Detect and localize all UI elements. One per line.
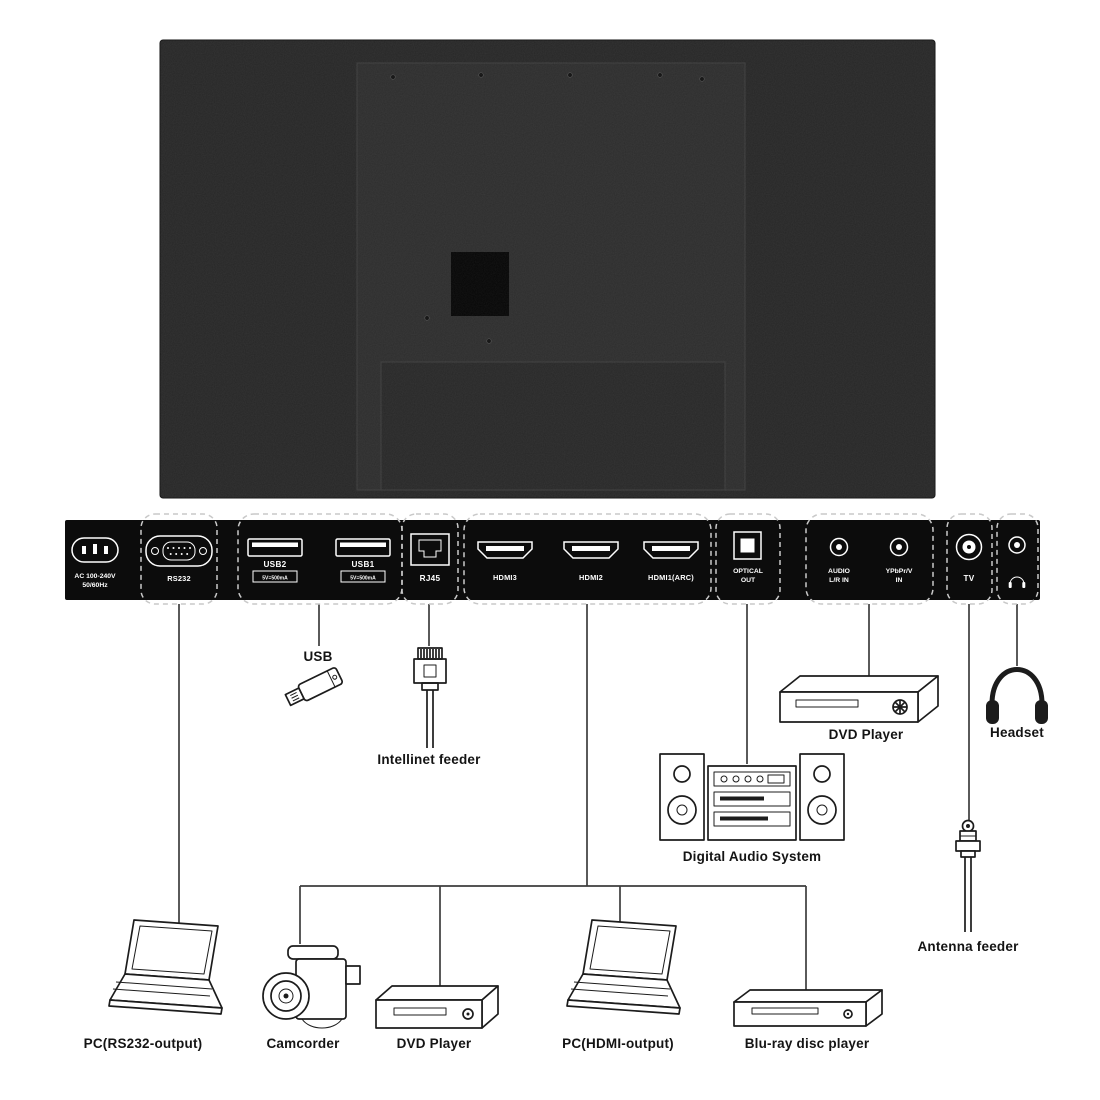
optical-port-icon	[733, 531, 762, 560]
headphone-dashed-box	[996, 513, 1039, 605]
audio-lr-jack-icon	[829, 537, 849, 557]
ypbpr-label-line1: YPbPr/V	[886, 568, 913, 575]
tv-label: TV	[963, 574, 974, 583]
intellinet-feeder-label: Intellinet feeder	[377, 752, 481, 767]
camcorder-illustration	[262, 945, 361, 1029]
usb2-label: USB2	[263, 560, 286, 569]
camcorder-label: Camcorder	[266, 1036, 340, 1051]
antenna-feeder-label: Antenna feeder	[917, 939, 1019, 954]
hdmi2-label: HDMI2	[579, 573, 603, 582]
tv-back-panel	[159, 39, 936, 499]
usb1-rating-box	[340, 570, 386, 583]
ac-label-line2: 50/60Hz	[82, 582, 108, 589]
audio-dashed-box	[805, 513, 934, 605]
headphone-symbol-icon	[1008, 576, 1026, 588]
antenna-feeder-illustration	[955, 819, 981, 932]
hdmi3-label: HDMI3	[493, 573, 517, 582]
ac-label-line1: AC 100-240V	[74, 573, 116, 580]
connection-lines	[178, 604, 1018, 990]
hdmi3-port-icon	[477, 541, 533, 559]
dvd-player-top-label: DVD Player	[829, 727, 904, 742]
usb1-port-icon	[335, 538, 391, 557]
hdmi1-port-icon	[643, 541, 699, 559]
optical-label-line2: OUT	[741, 577, 756, 584]
usb2-rating: 5V=500mA	[262, 576, 288, 582]
dvd-player-bottom-label: DVD Player	[397, 1036, 472, 1051]
hdmi1-label: HDMI1(ARC)	[648, 573, 694, 582]
usb-flash-drive-illustration	[284, 667, 344, 707]
usb2-rating-box	[252, 570, 298, 583]
rj45-port-icon	[410, 533, 450, 566]
usb1-label: USB1	[351, 560, 374, 569]
dvd-player-top-illustration	[779, 675, 939, 723]
optical-dashed-box	[715, 513, 781, 605]
rj45-dashed-box	[401, 513, 459, 605]
rs232-label: RS232	[167, 574, 191, 583]
pc-hdmi-label: PC(HDMI-output)	[562, 1036, 674, 1051]
headset-illustration	[986, 667, 1048, 724]
port-panel: AC 100-240V 50/60Hz RS232 USB2 5V=500mA	[65, 513, 1040, 605]
optical-label-line1: OPTICAL	[733, 568, 763, 575]
audio-label-line1: AUDIO	[828, 568, 850, 575]
usb1-rating: 5V=500mA	[350, 576, 376, 582]
digital-audio-system-illustration	[659, 753, 845, 841]
pc-hdmi-illustration	[566, 919, 681, 1015]
rs232-dashed-box	[140, 513, 218, 605]
ac-power-inlet-icon	[71, 537, 119, 563]
rj45-label: RJ45	[420, 574, 441, 583]
usb-device-label: USB	[303, 649, 332, 664]
headphone-jack-icon	[1008, 536, 1026, 554]
pc-rs232-illustration	[108, 919, 223, 1015]
dvd-player-bottom-illustration	[375, 985, 499, 1029]
ypbpr-jack-icon	[889, 537, 909, 557]
audio-label-line2: L/R IN	[829, 577, 849, 584]
digital-audio-system-label: Digital Audio System	[683, 849, 822, 864]
tv-back-texture	[160, 40, 935, 498]
hdmi2-port-icon	[563, 541, 619, 559]
tv-dashed-box	[946, 513, 993, 605]
usb2-port-icon	[247, 538, 303, 557]
bluray-player-label: Blu-ray disc player	[745, 1036, 870, 1051]
usb-dashed-box	[237, 513, 403, 605]
ethernet-plug-illustration	[413, 647, 447, 748]
pc-rs232-label: PC(RS232-output)	[84, 1036, 203, 1051]
bluray-player-illustration	[733, 989, 883, 1027]
rs232-port-icon	[145, 535, 213, 567]
ypbpr-label-line2: IN	[896, 577, 903, 584]
headset-label: Headset	[990, 725, 1044, 740]
port-panel-strip	[65, 520, 1040, 600]
tv-coax-jack-icon	[955, 533, 983, 561]
